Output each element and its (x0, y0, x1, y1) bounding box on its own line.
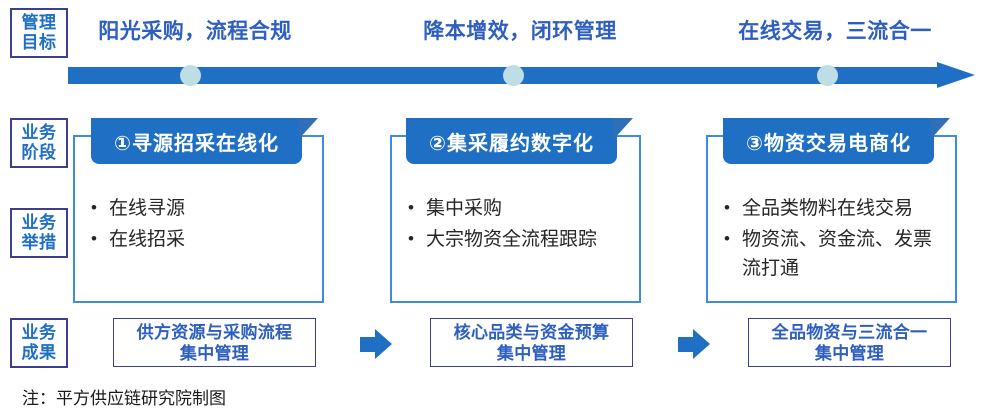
list-item: 集中采购 (406, 193, 631, 223)
stage-banner-3: ③物资交易电商化 (723, 118, 950, 164)
row-label-line2: 阶段 (21, 143, 57, 162)
stage-banner-label-2: ②集采履约数字化 (406, 118, 617, 164)
outcome-line1: 供方资源与采购流程 (136, 322, 293, 342)
arrow-shaft (678, 337, 695, 352)
goal-title-2: 降本增效，闭环管理 (423, 20, 617, 43)
outcome-line2: 集中管理 (814, 343, 885, 363)
right-arrow-icon (937, 62, 975, 88)
arrow-head (375, 329, 392, 359)
timeline-milestone-dot-3 (817, 65, 838, 86)
stage-bullet-list-1: 在线寻源 在线招采 (89, 193, 314, 256)
right-arrow-icon (360, 328, 392, 360)
row-label-line1: 业务 (21, 213, 57, 232)
stage-banner-label-1: ①寻源招采在线化 (91, 118, 302, 164)
list-item: 大宗物资全流程跟踪 (406, 224, 631, 254)
row-label-business-stage: 业务 阶段 (10, 118, 68, 168)
ribbon-fold-icon (930, 118, 950, 140)
ribbon-fold-icon (298, 118, 318, 140)
row-label-business-result: 业务 成果 (10, 318, 68, 368)
row-label-management-goal: 管理 目标 (10, 8, 68, 58)
outcome-line2: 集中管理 (496, 343, 567, 363)
row-label-line2: 目标 (21, 33, 57, 52)
row-label-line1: 管理 (21, 13, 57, 32)
outcome-line1: 核心品类与资金预算 (453, 322, 610, 342)
list-item: 在线招采 (89, 224, 314, 254)
row-label-line2: 举措 (21, 233, 57, 252)
outcome-box-2: 核心品类与资金预算 集中管理 (430, 318, 633, 367)
list-item: 物资流、资金流、发票流打通 (722, 224, 947, 283)
arrow-head (693, 329, 710, 359)
list-item: 全品类物料在线交易 (722, 193, 947, 223)
stage-banner-label-3: ③物资交易电商化 (723, 118, 934, 164)
stage-banner-2: ②集采履约数字化 (406, 118, 633, 164)
stage-bullet-list-3: 全品类物料在线交易 物资流、资金流、发票流打通 (722, 193, 947, 285)
outcome-box-1: 供方资源与采购流程 集中管理 (113, 318, 316, 367)
footnote: 注：平方供应链研究院制图 (22, 389, 226, 408)
row-label-business-action: 业务 举措 (10, 208, 68, 258)
row-label-line1: 业务 (21, 323, 57, 342)
outcome-box-3: 全品物资与三流合一 集中管理 (748, 318, 951, 367)
ribbon-fold-icon (613, 118, 633, 140)
outcome-line2: 集中管理 (179, 343, 250, 363)
goal-title-1: 阳光采购，流程合规 (98, 20, 292, 43)
row-label-line1: 业务 (21, 123, 57, 142)
stage-banner-1: ①寻源招采在线化 (91, 118, 318, 164)
stage-bullet-list-2: 集中采购 大宗物资全流程跟踪 (406, 193, 631, 256)
goal-title-3: 在线交易，三流合一 (738, 20, 932, 43)
list-item: 在线寻源 (89, 193, 314, 223)
timeline-milestone-dot-2 (503, 65, 524, 86)
right-arrow-icon (678, 328, 710, 360)
arrow-shaft (360, 337, 377, 352)
outcome-line1: 全品物资与三流合一 (771, 322, 928, 342)
row-label-line2: 成果 (21, 343, 57, 362)
timeline-arrow (68, 62, 975, 88)
timeline-milestone-dot-1 (180, 65, 201, 86)
